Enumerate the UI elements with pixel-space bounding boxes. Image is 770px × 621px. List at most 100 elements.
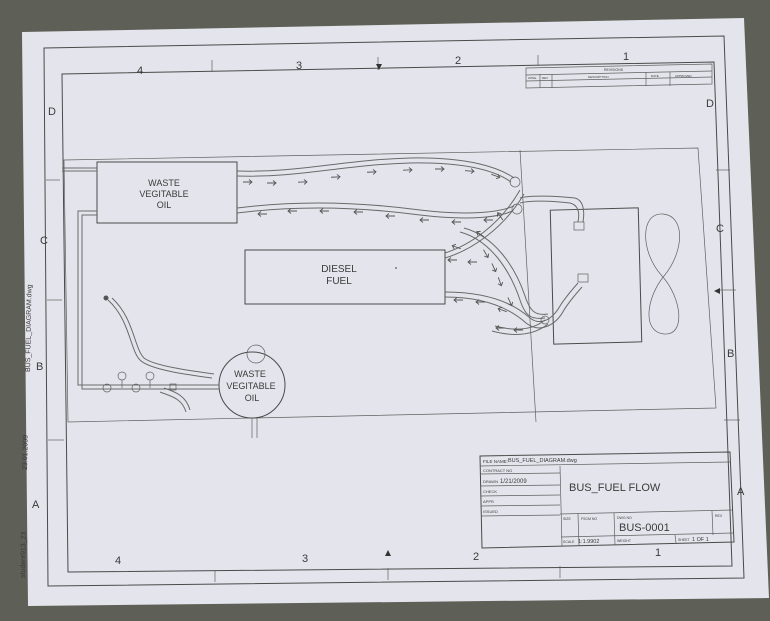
tb-appr: APPR xyxy=(483,499,494,504)
flow-arrow xyxy=(496,212,504,221)
zone-bottom-1: 1 xyxy=(655,547,661,559)
flow-arrow xyxy=(507,297,514,307)
flow-arrow xyxy=(476,230,485,238)
zone-right-d: D xyxy=(706,98,714,110)
tb-file-name-value: BUS_FUEL_DIAGRAM.dwg xyxy=(508,458,577,464)
outer-border xyxy=(43,35,745,587)
tb-sheet-label: SHEET xyxy=(678,538,691,542)
side-user: student913_23 xyxy=(20,531,28,578)
zone-left-d: D xyxy=(48,106,56,118)
flow-arrow xyxy=(491,263,498,273)
rev-col-zone: ZONE xyxy=(528,76,536,80)
zone-top-2: 2 xyxy=(455,55,461,67)
flow-arrow xyxy=(495,325,505,331)
flow-arrow xyxy=(353,209,363,215)
flow-arrow xyxy=(287,208,297,214)
flow-arrow xyxy=(447,257,457,263)
flow-arrow xyxy=(243,179,253,185)
engine-box xyxy=(549,207,643,345)
rev-col-rev: REV xyxy=(542,76,548,80)
tb-contract-no: CONTRACT NO xyxy=(483,468,512,473)
zone-right-b: B xyxy=(727,348,734,360)
tb-rev-label: REV xyxy=(715,514,723,518)
rev-col-approved: APPROVED xyxy=(675,74,693,78)
tb-dwg-no-value: BUS-0001 xyxy=(619,522,670,534)
diesel-label-2: FUEL xyxy=(326,276,352,287)
flow-arrow xyxy=(297,179,308,185)
flow-arrow xyxy=(267,180,277,186)
side-filename: BUS_FUEL_DIAGRAM.dwg xyxy=(25,284,34,372)
flow-arrow xyxy=(467,259,477,265)
revisions-title: REVISIONS xyxy=(604,68,624,72)
flow-arrow xyxy=(451,243,461,250)
zone-top-3: 3 xyxy=(296,60,302,72)
title-block: FILE NAME: BUS_FUEL_DIAGRAM.dwg CONTRACT… xyxy=(479,451,735,549)
diesel-tank: DIESEL FUEL xyxy=(244,249,446,305)
tb-title: BUS_FUEL FLOW xyxy=(569,482,661,494)
zone-left-c: C xyxy=(40,235,48,247)
bus-outline xyxy=(63,147,717,423)
wvo-top-label-3: OIL xyxy=(157,200,172,210)
zone-left-b: B xyxy=(36,361,43,373)
tb-size-label: SIZE xyxy=(563,517,571,521)
zone-bottom-2: 2 xyxy=(473,551,479,563)
flow-arrow xyxy=(464,168,475,174)
flow-arrow xyxy=(497,306,507,313)
flow-arrow xyxy=(453,297,463,303)
revisions-table: REVISIONS ZONE REV DESCRIPTION DATE APPR… xyxy=(525,63,713,89)
tb-dwg-no-label: DWG NO xyxy=(617,516,632,520)
center-mark-top xyxy=(376,64,382,70)
wvo-round-label-3: OIL xyxy=(245,393,260,403)
diesel-label-1: DIESEL xyxy=(321,264,357,275)
flow-arrow xyxy=(451,219,461,225)
wvo-top-label-1: WASTE xyxy=(148,178,180,188)
tb-drawn-value: 1/21/2009 xyxy=(500,479,527,485)
tb-drawn-label: DRAWN xyxy=(483,479,498,484)
flow-arrow xyxy=(475,299,485,305)
wvo-round-label-1: WASTE xyxy=(234,369,266,379)
zone-left-a: A xyxy=(32,499,40,511)
zone-bottom-3: 3 xyxy=(302,553,308,565)
flow-arrow xyxy=(257,211,267,217)
flow-arrow xyxy=(513,327,523,333)
flow-arrow xyxy=(419,217,429,223)
left-loop xyxy=(62,167,219,413)
flow-arrows xyxy=(243,166,523,333)
flow-arrow xyxy=(483,249,490,259)
supply-line xyxy=(236,157,521,188)
rev-col-date: DATE xyxy=(651,74,659,78)
flow-arrow xyxy=(497,277,504,287)
tb-sheet-value: 1 OF 1 xyxy=(692,537,709,543)
tb-file-name-label: FILE NAME: xyxy=(483,459,508,464)
inner-frame xyxy=(61,61,733,573)
tb-weight-label: WEIGHT xyxy=(617,539,632,543)
zone-right-c: C xyxy=(716,223,724,235)
side-date: 23.01.2009 xyxy=(22,435,30,470)
wvo-round-label-2: VEGITABLE xyxy=(226,381,275,391)
flow-arrow xyxy=(385,213,395,219)
flow-arrow xyxy=(491,173,501,180)
zone-top-4: 4 xyxy=(137,65,143,77)
flow-arrow xyxy=(402,167,413,173)
valve-1 xyxy=(102,383,112,393)
heat-exchanger-loop xyxy=(645,213,680,335)
tb-scale-label: SCALE xyxy=(563,540,575,544)
flow-arrow xyxy=(330,174,341,180)
tb-check: CHECK xyxy=(483,489,497,494)
valve-2 xyxy=(131,383,141,393)
tb-fscm-label: FSCM NO xyxy=(581,517,597,521)
flow-arrow xyxy=(483,217,493,223)
rev-col-description: DESCRIPTION xyxy=(588,75,609,79)
center-mark-bottom xyxy=(385,550,391,556)
zone-top-1: 1 xyxy=(623,51,629,63)
wvo-top-label-2: VEGITABLE xyxy=(139,189,188,199)
zone-right-a: A xyxy=(737,486,745,498)
tb-issued: ISSUED xyxy=(483,509,498,514)
wvo-tank-top: WASTE VEGITABLE OIL xyxy=(96,161,238,224)
flow-arrow xyxy=(319,208,329,214)
zone-bottom-4: 4 xyxy=(115,555,121,567)
tb-scale-value: 1:1.9902 xyxy=(578,539,599,545)
flow-arrow xyxy=(366,169,377,175)
